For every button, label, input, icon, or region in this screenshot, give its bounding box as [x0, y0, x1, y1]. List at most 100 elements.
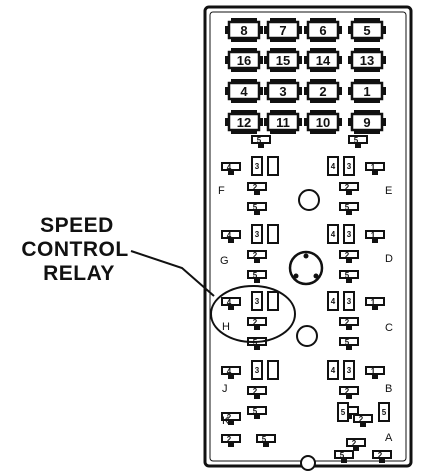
pin-stem — [360, 422, 366, 427]
relay-pin-2: 2 — [339, 182, 359, 195]
pin-stem — [254, 210, 260, 215]
relay-letter-j: J — [222, 383, 228, 395]
fuse-clip-top — [231, 48, 257, 53]
relay-pin-4: 4 — [221, 230, 241, 243]
pin-socket — [327, 360, 339, 380]
fuse-clip-top — [354, 18, 380, 23]
fuse-clip-top — [354, 110, 380, 115]
pin-socket — [343, 224, 355, 244]
pin-stem — [346, 278, 352, 283]
relay-pin-3: 3 — [343, 360, 355, 380]
pin-stem — [372, 305, 378, 310]
pin-stem — [258, 143, 264, 148]
speed-control-relay-leader-line — [130, 250, 215, 297]
pin-label: 1 — [371, 231, 376, 240]
relay-pin-4: 4 — [221, 366, 241, 379]
relay-pin-2: 2 — [339, 250, 359, 263]
fuse-11: 11 — [264, 110, 302, 134]
pin-label: 3 — [255, 366, 260, 375]
relay-pin-4: 4 — [327, 360, 339, 380]
relay-pin-5: 5 — [247, 406, 267, 419]
pin-socket — [327, 156, 339, 176]
fuse-14: 14 — [304, 48, 342, 72]
pin-socket — [378, 402, 390, 422]
fuse-clip-bottom — [354, 129, 380, 134]
fuse-terminal — [259, 56, 263, 64]
fuse-9: 9 — [348, 110, 386, 134]
fuse-clip-bottom — [231, 129, 257, 134]
pin-stem — [346, 394, 352, 399]
pin-socket — [327, 291, 339, 311]
pin-socket — [343, 360, 355, 380]
pin-label: 2 — [253, 183, 258, 192]
relay-pin-3: 3 — [251, 291, 263, 311]
pin-stem — [228, 442, 234, 447]
pin-stem — [346, 325, 352, 330]
fuse-terminal — [298, 87, 302, 95]
fuse-number-label: 15 — [276, 53, 290, 68]
pin-label: 2 — [345, 251, 350, 260]
pin-stem — [254, 345, 260, 350]
pin-label: 4 — [331, 230, 336, 239]
fuse-terminal — [225, 26, 229, 34]
pin-label: 4 — [331, 366, 336, 375]
fuse-terminal — [264, 87, 268, 95]
fuse-clip-bottom — [231, 37, 257, 42]
fuse-number-label: 6 — [319, 23, 326, 38]
pin-stem — [372, 170, 378, 175]
bottom-tab-hole — [300, 455, 316, 471]
fuse-clip-top — [270, 18, 296, 23]
callout-line-control: CONTROL — [21, 238, 129, 261]
pin-socket — [251, 224, 263, 244]
fuse-number-label: 5 — [363, 23, 370, 38]
fuse-terminal — [304, 118, 308, 126]
pin-label: 5 — [257, 136, 262, 145]
pin-stem — [372, 374, 378, 379]
pin-label: 4 — [227, 163, 232, 172]
relay-pin-2: 2 — [221, 412, 241, 425]
pin-label: 3 — [347, 162, 352, 171]
fuse-number-label: 10 — [316, 115, 330, 130]
fuse-terminal — [338, 118, 342, 126]
relay-pin-5: 5 — [334, 450, 354, 463]
pin-label: 1 — [371, 367, 376, 376]
fuse-number-label: 1 — [363, 84, 370, 99]
pin-label: 5 — [382, 408, 387, 417]
fuse-5: 5 — [348, 18, 386, 42]
relay-pin-2: 2 — [339, 317, 359, 330]
pin-label: 4 — [227, 298, 232, 307]
relay-pin-2: 2 — [346, 438, 366, 451]
fuse-clip-top — [231, 110, 257, 115]
pin-label: 2 — [227, 413, 232, 422]
fuse-clip-bottom — [310, 129, 336, 134]
fuse-clip-bottom — [310, 98, 336, 103]
pin-stem — [228, 420, 234, 425]
fuse-clip-top — [354, 48, 380, 53]
pin-label: 2 — [345, 183, 350, 192]
pin-label: 2 — [352, 439, 357, 448]
pin-stem — [228, 170, 234, 175]
fuse-number-label: 14 — [316, 53, 331, 68]
pin-stem — [254, 278, 260, 283]
pin-socket — [343, 291, 355, 311]
relay-pin-3: 3 — [251, 360, 263, 380]
relay-pin-1: 1 — [365, 230, 385, 243]
relay-pin-2: 2 — [353, 414, 373, 427]
fuse-terminal — [382, 87, 386, 95]
fuse-terminal — [348, 118, 352, 126]
fuse-terminal — [264, 56, 268, 64]
fuse-number-label: 3 — [279, 84, 286, 99]
fuse-clip-top — [310, 79, 336, 84]
pin-label: 2 — [253, 318, 258, 327]
pin-stem — [254, 414, 260, 419]
relay-letter-g: G — [220, 255, 229, 267]
relay-pin-5: 5 — [348, 135, 368, 148]
pin-label: 2 — [359, 415, 364, 424]
pin-label: 3 — [347, 230, 352, 239]
fuse-10: 10 — [304, 110, 342, 134]
relay-pin-2: 2 — [247, 317, 267, 330]
